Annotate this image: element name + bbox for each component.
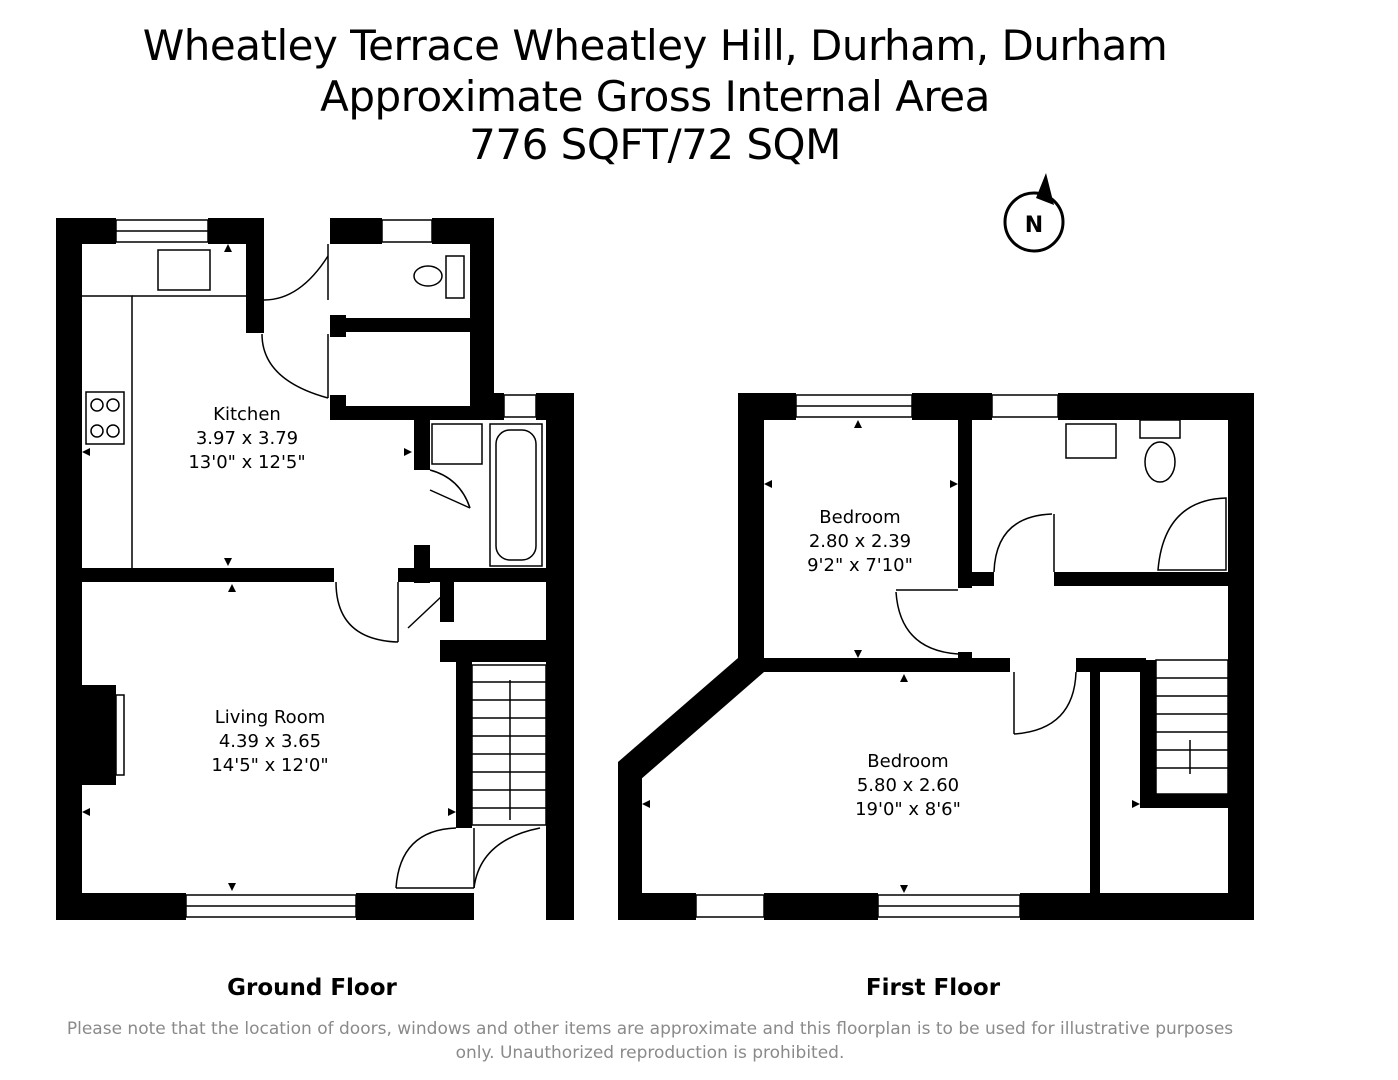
compass-label: N xyxy=(1025,213,1043,238)
bedroom-large-metric: 5.80 x 2.60 xyxy=(857,775,959,796)
bedroom-small-imperial: 9'2" x 7'10" xyxy=(807,555,913,576)
ground-floor-label: Ground Floor xyxy=(227,975,397,1001)
sink-icon xyxy=(157,249,211,291)
bedroom-large-name: Bedroom xyxy=(867,751,948,772)
basin-icon xyxy=(431,423,483,465)
plan-title: Wheatley Terrace Wheatley Hill, Durham, … xyxy=(142,21,1168,70)
area-heading: Approximate Gross Internal Area xyxy=(320,72,990,121)
kitchen-metric: 3.97 x 3.79 xyxy=(196,428,298,449)
north-arrow-icon: N xyxy=(1003,173,1065,253)
ground-floor-fixtures xyxy=(82,219,547,918)
bedroom-small-name: Bedroom xyxy=(819,507,900,528)
basin-icon xyxy=(1065,423,1117,459)
bedroom-small-metric: 2.80 x 2.39 xyxy=(809,531,911,552)
wc-icon xyxy=(1144,441,1176,483)
living-room-name: Living Room xyxy=(215,707,326,728)
first-floor-label: First Floor xyxy=(865,975,1001,1001)
disclaimer-note: Please note that the location of doors, … xyxy=(66,1019,1234,1063)
first-floor-fixtures xyxy=(695,394,1229,918)
first-floor-plan xyxy=(618,393,1254,920)
shower-icon xyxy=(1157,497,1227,571)
kitchen-imperial: 13'0" x 12'5" xyxy=(188,452,305,473)
hob-icon xyxy=(85,391,125,445)
living-room-imperial: 14'5" x 12'0" xyxy=(211,755,328,776)
living-room-metric: 4.39 x 3.65 xyxy=(219,731,321,752)
ground-floor-plan xyxy=(56,218,574,920)
kitchen-name: Kitchen xyxy=(213,404,281,425)
area-value: 776 SQFT/72 SQM xyxy=(469,120,841,169)
room-labels: Kitchen 3.97 x 3.79 13'0" x 12'5" Living… xyxy=(188,404,961,820)
bedroom-large-imperial: 19'0" x 8'6" xyxy=(855,799,961,820)
